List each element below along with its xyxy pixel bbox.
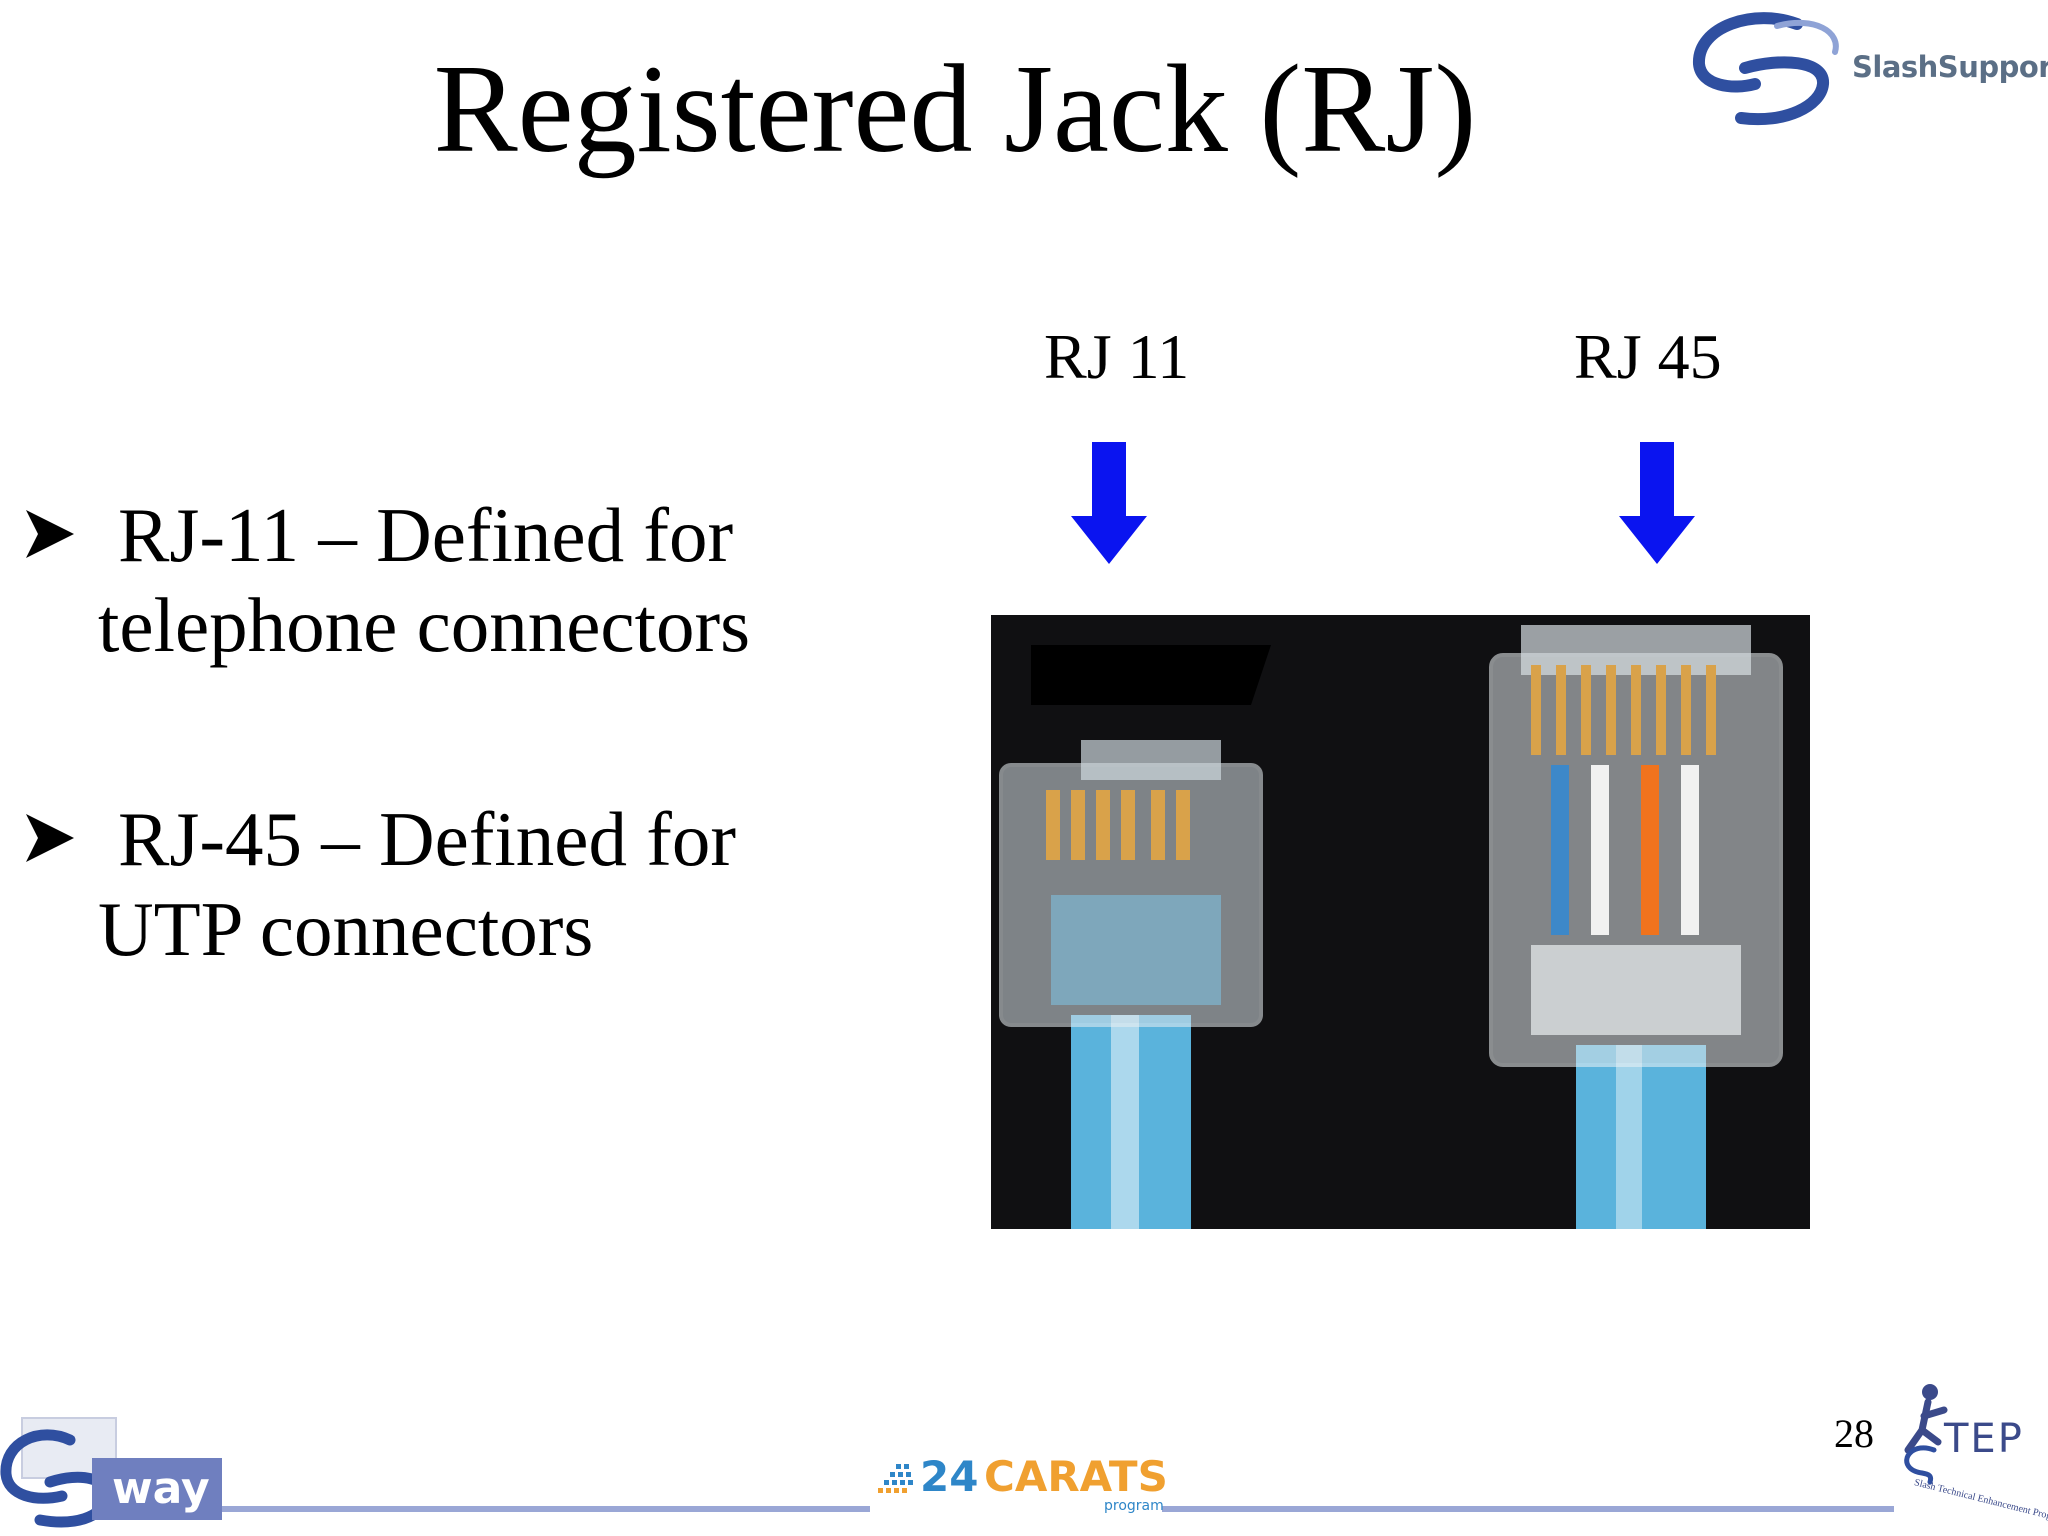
bullet-text-line1: RJ-11 – Defined for [118,492,734,578]
arrowhead-bullet-icon [26,814,74,862]
slash-swoosh-icon [1693,12,1839,126]
sway-logo: way [0,1412,230,1532]
carats-word: CARATS [984,1452,1168,1501]
bullet-text-line2: telephone connectors [98,582,751,668]
footer-divider [222,1506,870,1512]
slashsupport-wordmark: SlashSupport [1852,50,2048,84]
step-logo: TEP Slash Technical Enhancement Program [1890,1380,2048,1536]
slashsupport-logo: SlashSupport [1685,6,2048,136]
footer-divider [1162,1506,1894,1512]
bullet-item: RJ-45 – Defined for UTP connectors [22,794,842,974]
carats-subtitle: program [1104,1498,1164,1514]
step-tagline: Slash Technical Enhancement Program [1912,1477,2048,1526]
connectors-photo [991,615,1810,1229]
bullet-text-line2: UTP connectors [98,886,594,972]
carats-number: 24 [920,1452,979,1501]
sway-wordmark: way [92,1458,222,1520]
page-number: 28 [1834,1411,1874,1456]
slide-title: Registered Jack (RJ) [433,40,1477,179]
bullet-item: RJ-11 – Defined for telephone connectors [22,490,842,670]
bullet-text-line1: RJ-45 – Defined for [118,796,736,882]
sway-swoosh-icon [0,1417,117,1528]
dots-grid-icon [878,1464,913,1493]
arrowhead-bullet-icon [26,510,74,558]
step-wordmark: TEP [1944,1416,2024,1462]
rj11-label: RJ 11 [1044,321,1190,392]
rj45-label: RJ 45 [1574,321,1722,392]
down-arrow-icon [1619,442,1695,564]
bullet-list: RJ-11 – Defined for telephone connectors… [22,490,842,974]
runner-figure-icon [1904,1384,1948,1485]
24-carats-logo: 24 CARATS program [872,1448,1182,1518]
down-arrow-icon [1071,442,1147,564]
